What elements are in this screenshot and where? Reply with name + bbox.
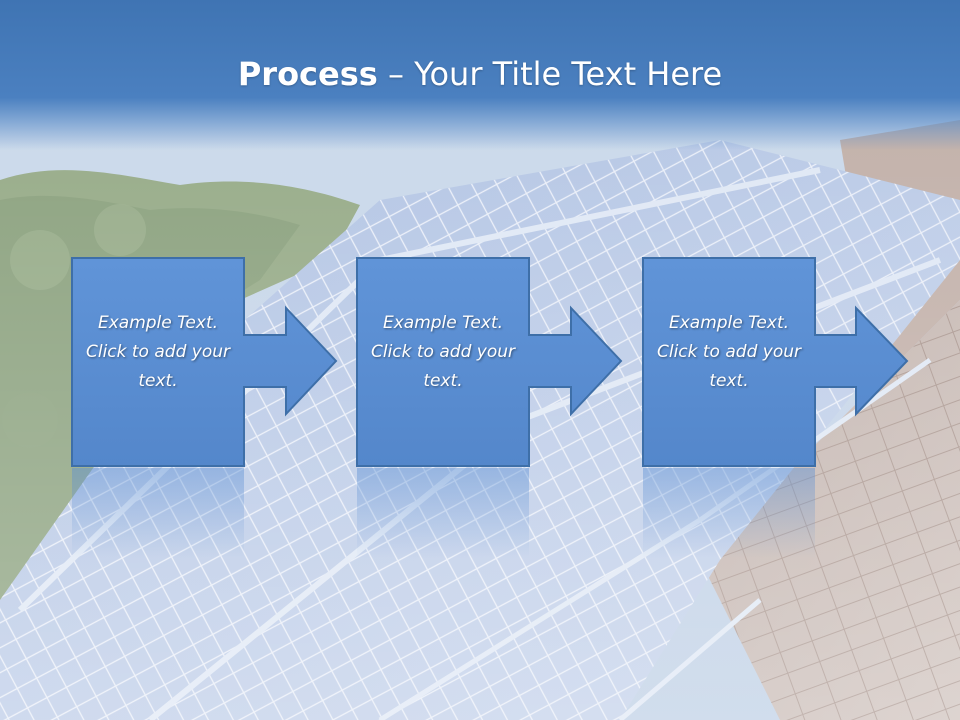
step-2-text[interactable]: Example Text. Click to add your text. [357, 258, 529, 466]
title-rest: – Your Title Text Here [377, 55, 723, 93]
slide-title[interactable]: Process – Your Title Text Here [0, 52, 960, 96]
step-1-label: Example Text. Click to add your text. [85, 312, 230, 391]
step-3-text[interactable]: Example Text. Click to add your text. [643, 258, 815, 466]
step-1-text[interactable]: Example Text. Click to add your text. [72, 258, 244, 466]
right-arrow-shape [356, 257, 623, 467]
title-bold: Process [237, 55, 378, 93]
right-arrow-shape [71, 257, 338, 467]
step-3-label: Example Text. Click to add your text. [656, 312, 801, 391]
title-band [0, 0, 960, 150]
process-step-2[interactable] [356, 257, 623, 467]
process-step-3[interactable] [642, 257, 909, 467]
reflections [72, 468, 815, 558]
right-arrow-shape [642, 257, 909, 467]
process-step-1[interactable] [71, 257, 338, 467]
step-2-label: Example Text. Click to add your text. [370, 312, 515, 391]
